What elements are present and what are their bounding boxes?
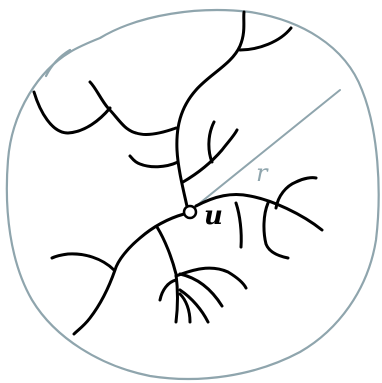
branch-mid-left (130, 156, 178, 167)
boundary-circle (7, 10, 379, 379)
root-node (184, 206, 196, 218)
branch-top-right (240, 28, 291, 50)
branch-right-lower (264, 203, 288, 258)
branch-right-short (236, 203, 241, 247)
branch-lower-fan-1 (176, 268, 246, 288)
branch-lower-fan-3 (180, 290, 208, 322)
branch-lower-left (52, 254, 114, 270)
branch-mid-right-sub (209, 122, 214, 162)
branch-upper-left (90, 82, 176, 134)
branch-lower-trunk (74, 214, 184, 334)
radius-line (190, 90, 340, 211)
branch-upper-left-loop (34, 92, 110, 133)
branch-lower-center (157, 227, 178, 322)
root-label: u (204, 201, 223, 231)
branch-lower-fan-4 (160, 280, 176, 300)
branch-right-upper (276, 178, 316, 208)
radius-label: r (256, 159, 269, 187)
